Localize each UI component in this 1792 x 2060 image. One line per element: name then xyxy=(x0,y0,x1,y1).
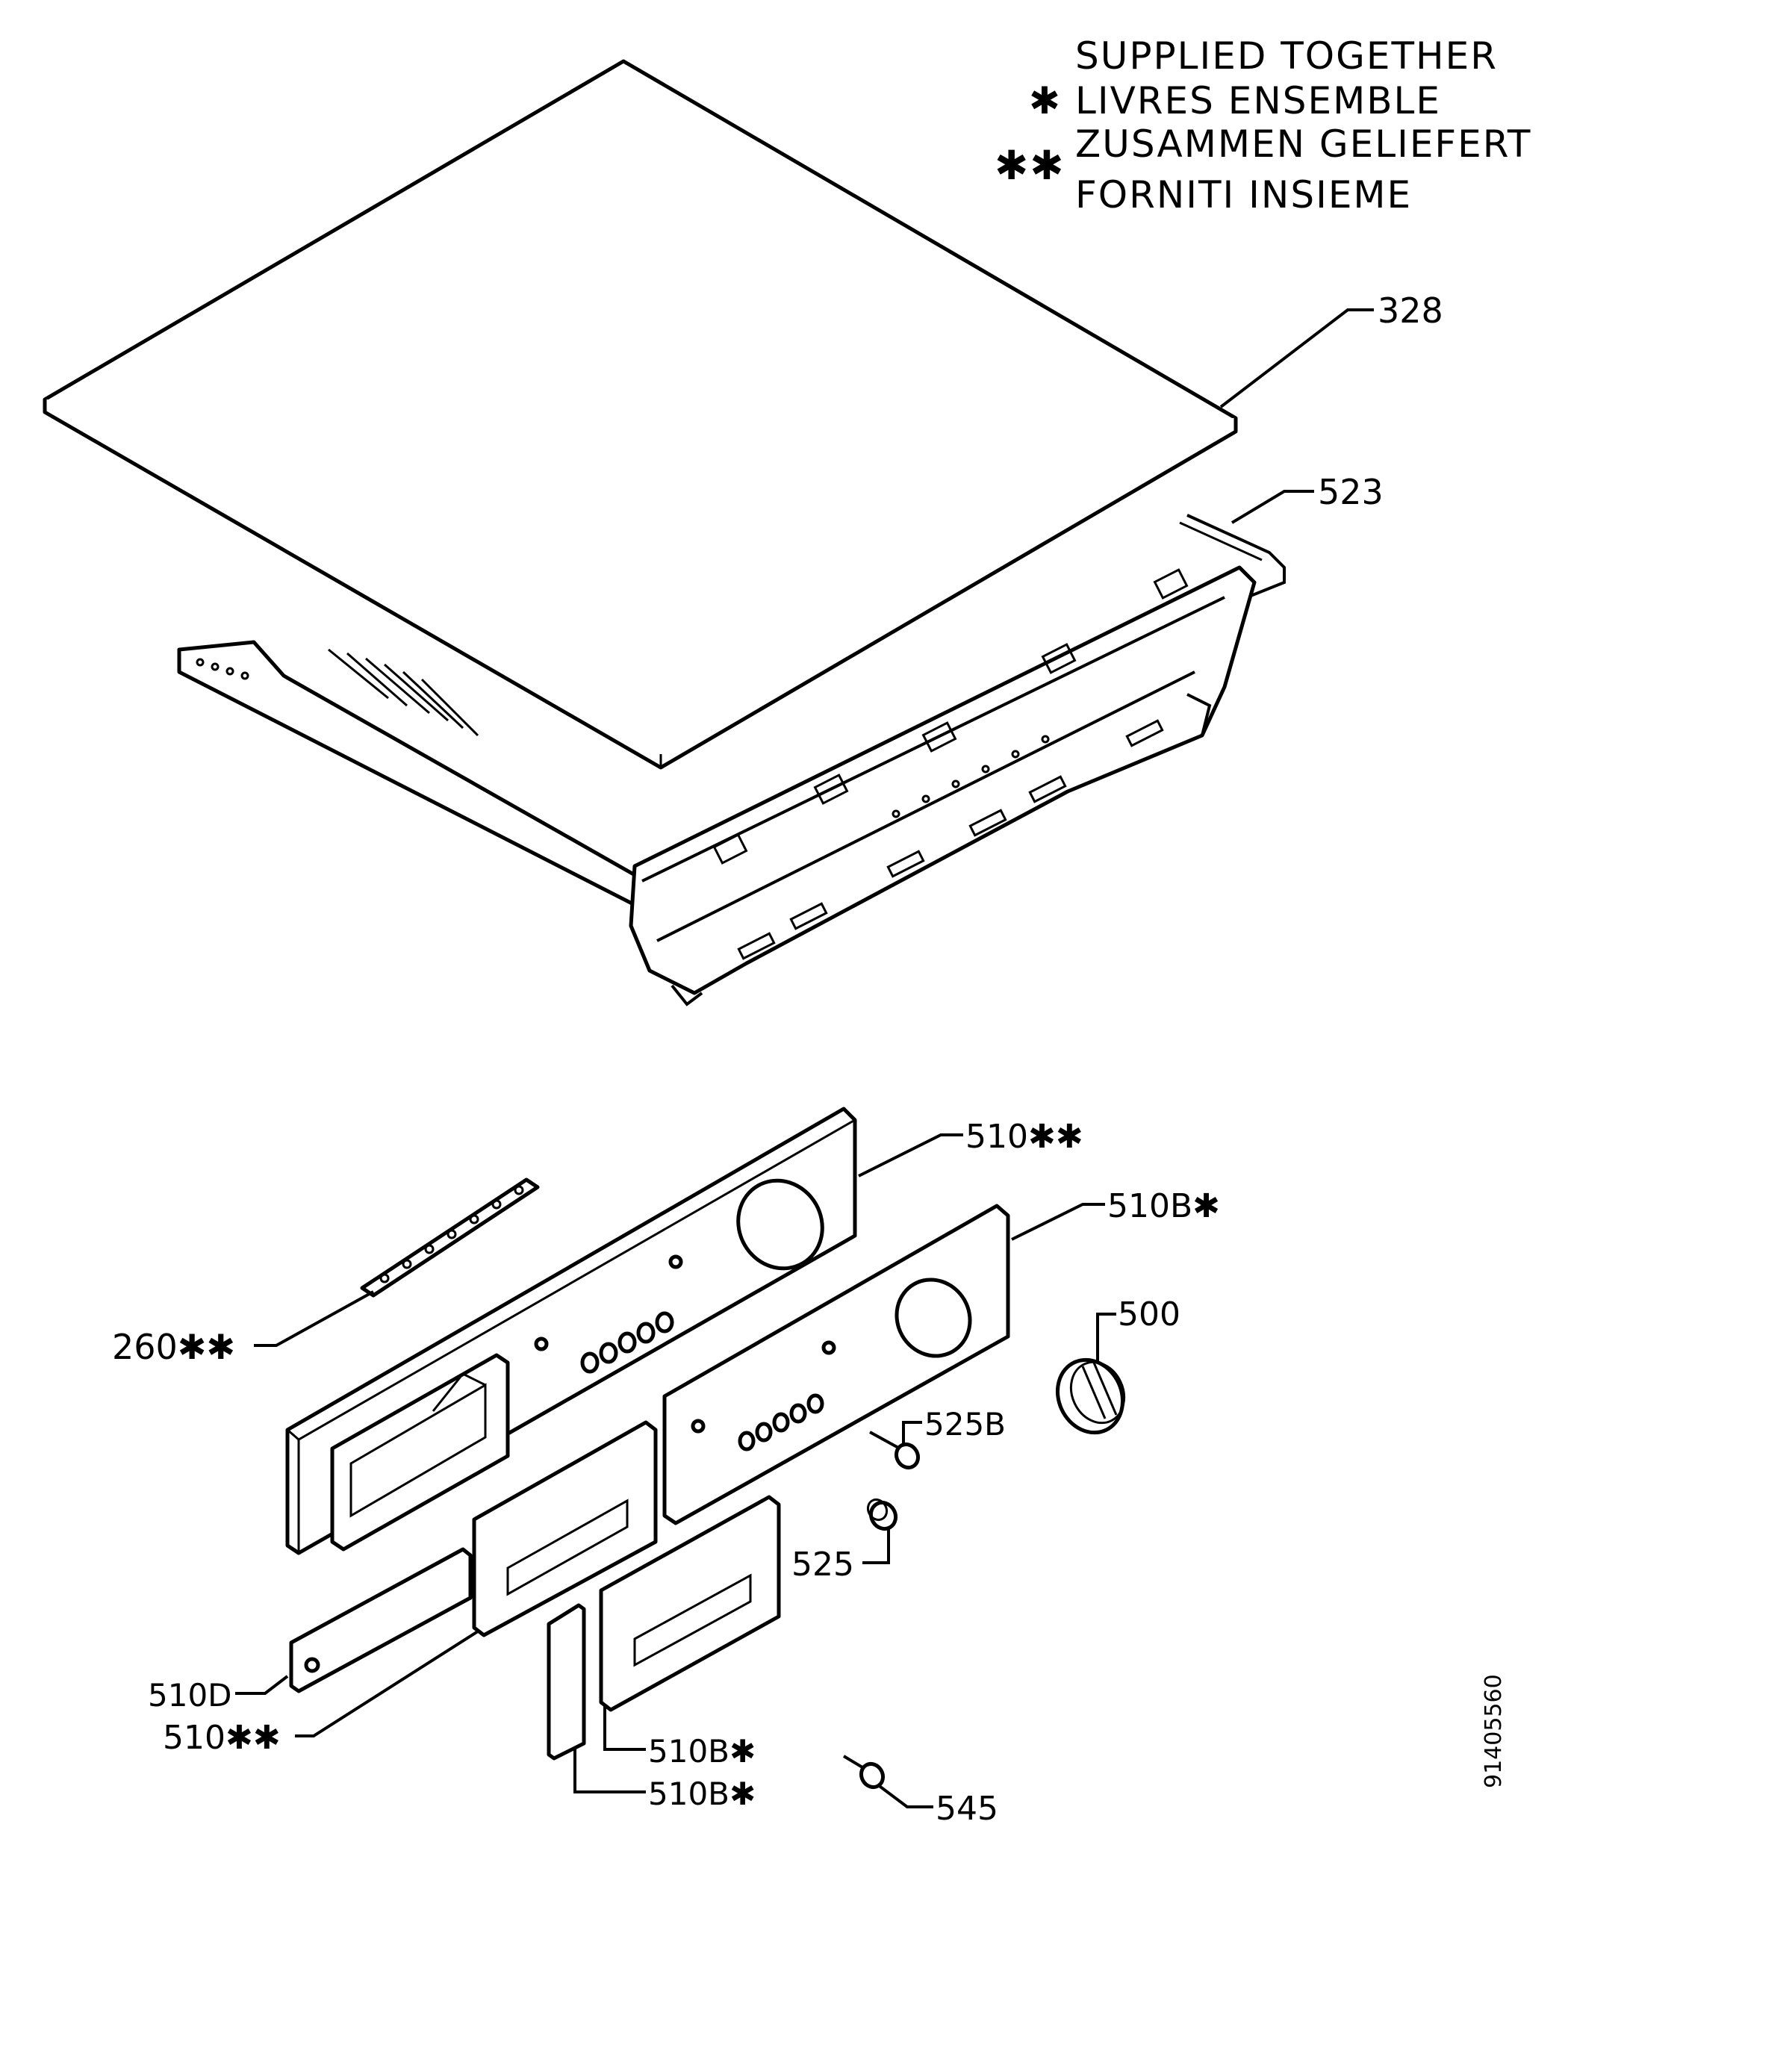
decor-panel-part xyxy=(662,1204,1010,1525)
label-510B-top: 510B✱ xyxy=(1107,1187,1220,1225)
legend: SUPPLIED TOGETHER ✱ LIVRES ENSEMBLE ✱✱ Z… xyxy=(995,34,1531,217)
frame-foot xyxy=(671,984,703,1006)
front-fascia-panel-part xyxy=(285,1107,857,1555)
drawer-frame-body xyxy=(472,1420,658,1637)
bracket-slot xyxy=(1028,775,1067,803)
frame-rear-line xyxy=(1179,521,1263,561)
label-510-bottom: 510✱✱ xyxy=(163,1719,281,1757)
screw-head xyxy=(859,1761,886,1790)
part-labels: 328 523 510✱✱ 510B✱ 500 260✱✱ 525B 525 5… xyxy=(112,290,1443,1828)
legend-single-asterisk: ✱ xyxy=(1029,79,1062,122)
frame-rear-rail xyxy=(1186,514,1286,605)
rail-hole xyxy=(225,667,234,676)
bracket-opening xyxy=(813,774,849,805)
leader-328 xyxy=(1219,308,1374,408)
trim-strip-hole xyxy=(304,1657,320,1673)
frame-bracket-inner-edge xyxy=(656,670,1195,942)
drawer-frame-window xyxy=(506,1499,629,1596)
bracket-opening xyxy=(712,833,748,865)
rail-hole xyxy=(240,671,249,680)
fascia-screw-hole xyxy=(534,1336,549,1351)
top-cover-part xyxy=(43,59,1238,770)
leader-260 xyxy=(254,1290,374,1347)
push-button-b-cap xyxy=(894,1442,921,1470)
dispenser-inner-detail xyxy=(432,1372,486,1412)
knob-grip xyxy=(1092,1362,1118,1416)
indicator-strip-part xyxy=(360,1177,540,1298)
rail-hole xyxy=(211,662,220,671)
legend-line-1: SUPPLIED TOGETHER xyxy=(1075,34,1498,78)
decor-screw-hole xyxy=(691,1419,706,1434)
decor-indicator-hole xyxy=(821,1340,836,1355)
leader-500 xyxy=(1096,1313,1116,1363)
legend-line-2: LIVRES ENSEMBLE xyxy=(1075,79,1441,122)
trim-strip-part xyxy=(289,1547,473,1693)
label-328: 328 xyxy=(1378,290,1443,331)
bracket-slot xyxy=(789,902,828,930)
frame-bracket-top-edge xyxy=(641,596,1225,883)
leader-510B-low xyxy=(573,1747,646,1793)
label-510-top: 510✱✱ xyxy=(965,1118,1083,1156)
leader-525B xyxy=(902,1421,922,1445)
label-510B-mid: 510B✱ xyxy=(648,1733,756,1770)
narrow-strip-body xyxy=(547,1603,586,1761)
frame-end-tab xyxy=(1186,693,1212,736)
narrow-strip-part xyxy=(547,1603,586,1761)
drawing-number: 91405560 xyxy=(1481,1674,1507,1788)
leader-525 xyxy=(862,1527,890,1564)
knob-face xyxy=(1069,1360,1126,1425)
drawer-frame-part xyxy=(472,1420,658,1637)
knob-grip xyxy=(1081,1366,1107,1419)
label-525B: 525B xyxy=(924,1406,1006,1443)
leader-510B-top xyxy=(1011,1203,1105,1241)
leader-510D xyxy=(235,1675,289,1695)
push-button-top xyxy=(866,1498,889,1522)
leader-545 xyxy=(876,1783,933,1808)
push-button-b-stem xyxy=(869,1431,900,1450)
bracket-opening xyxy=(921,721,957,753)
drawer-frame-decor-body xyxy=(599,1495,781,1712)
bracket-slot xyxy=(737,932,776,960)
bracket-slot xyxy=(1125,719,1164,747)
indicator-strip-lamps xyxy=(379,1185,524,1283)
bracket-opening xyxy=(1041,643,1077,674)
label-525: 525 xyxy=(791,1546,854,1584)
push-button-part xyxy=(866,1498,898,1531)
leader-510B-mid xyxy=(603,1706,646,1751)
label-500: 500 xyxy=(1118,1295,1180,1334)
fascia-button-holes xyxy=(580,1311,674,1374)
bracket-slot xyxy=(968,809,1007,837)
dispenser-inner xyxy=(349,1383,487,1518)
label-260: 260✱✱ xyxy=(112,1327,235,1367)
push-button-b-part xyxy=(869,1431,921,1470)
fascia-knob-hole xyxy=(736,1178,824,1271)
rail-hole xyxy=(196,658,205,667)
legend-double-asterisk: ✱✱ xyxy=(995,142,1065,189)
leader-510-top xyxy=(858,1133,963,1177)
leader-510-bottom xyxy=(295,1630,479,1737)
legend-line-3: ZUSAMMEN GELIEFERT xyxy=(1075,122,1531,166)
label-523: 523 xyxy=(1318,472,1384,512)
label-545: 545 xyxy=(936,1790,998,1828)
control-frame-part xyxy=(177,514,1286,1006)
knob-body xyxy=(1055,1357,1125,1435)
leader-lines xyxy=(235,308,1374,1808)
legend-line-4: FORNITI INSIEME xyxy=(1075,173,1412,217)
bracket-opening xyxy=(1153,568,1189,600)
bracket-slot xyxy=(886,850,925,878)
label-510B-low: 510B✱ xyxy=(648,1776,756,1812)
trim-strip-body xyxy=(289,1547,473,1693)
bracket-hole-row xyxy=(892,735,1050,818)
knob-part xyxy=(1055,1357,1126,1435)
drawer-frame-decor-window xyxy=(633,1573,752,1667)
decor-button-holes xyxy=(738,1393,824,1451)
label-510D: 510D xyxy=(148,1677,232,1714)
decor-knob-hole xyxy=(895,1278,972,1358)
leader-523 xyxy=(1231,490,1314,524)
drawer-frame-decor-part xyxy=(599,1495,781,1712)
frame-vent-slots xyxy=(328,648,479,737)
fascia-indicator-hole xyxy=(668,1254,683,1269)
frame-front-bracket xyxy=(629,565,1257,995)
